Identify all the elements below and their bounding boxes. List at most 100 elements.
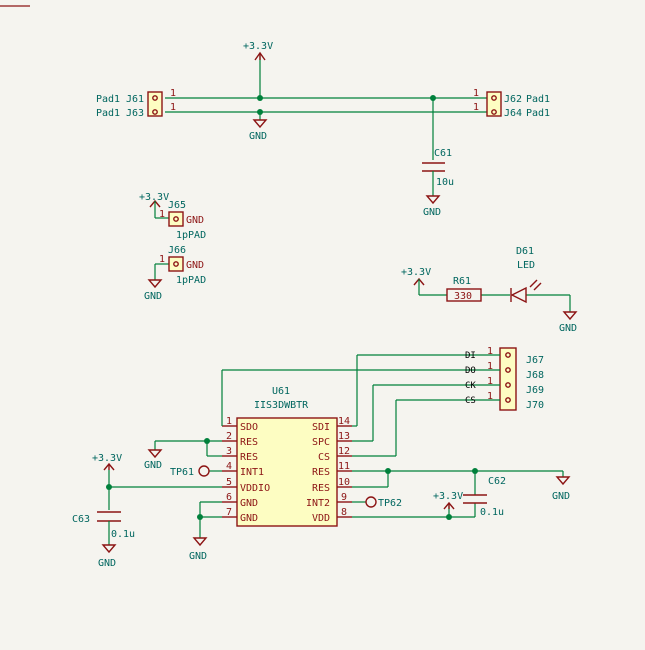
pad-value: 1pPAD [176, 275, 206, 286]
connector-ref: J70 [526, 400, 544, 411]
pin-name: GND [186, 260, 204, 271]
testpoint-tp62[interactable]: TP62 [378, 498, 402, 509]
power-label: +3.3V [433, 491, 463, 502]
capacitor-c63[interactable]: C63 0.1u GND [72, 511, 135, 569]
pin-number: 1 [170, 88, 176, 99]
power-label: +3.3V [92, 453, 122, 464]
pin-number: 12 [338, 446, 350, 457]
gnd-res-left: GND [144, 449, 163, 471]
led-ref: D61 [516, 246, 534, 257]
gnd-led: GND [559, 311, 578, 334]
single-pad-j65[interactable]: +3.3V 1 GND J65 1pPAD [139, 192, 206, 241]
pin-name: SDO [240, 422, 258, 433]
gnd-label: GND [423, 207, 441, 218]
pin-number: 1 [487, 361, 493, 372]
ic-wiring [106, 355, 564, 538]
cap-ref: C61 [434, 148, 452, 159]
connector-ref: J67 [526, 355, 544, 366]
pin-number: 1 [487, 346, 493, 357]
led-d61[interactable]: D61 LED [510, 246, 542, 304]
pin-number: 13 [338, 431, 350, 442]
cap-ref: C63 [72, 514, 90, 525]
pin-name: CS [318, 452, 330, 463]
pad-j63[interactable]: Pad1 J63 1 [96, 102, 176, 119]
pin-number: 5 [226, 477, 232, 488]
pin-number: 1 [170, 102, 176, 113]
pad-j64[interactable]: 1 J64 Pad1 [473, 102, 550, 119]
gnd-label: GND [144, 460, 162, 471]
pin-number: 1 [487, 376, 493, 387]
pad-j62[interactable]: 1 J62 Pad1 [473, 88, 550, 117]
pin-number: 1 [473, 102, 479, 113]
header-pin-j67[interactable]: DI 1 J67 [465, 346, 544, 366]
cap-ref: C62 [488, 476, 506, 487]
capacitor-c62[interactable]: C62 0.1u [463, 476, 506, 518]
pad-value: Pad1 [526, 94, 550, 105]
pin-name: SPC [312, 437, 330, 448]
led-circuit: +3.3V [401, 267, 571, 312]
net-label: DO [465, 366, 476, 376]
pin-number: 14 [338, 416, 350, 427]
pad-value: Pad1 [96, 94, 120, 105]
pin-name: GND [240, 513, 258, 524]
pad-ref: J66 [168, 245, 186, 256]
power-3v3-vdd: +3.3V [433, 491, 463, 510]
pin-name: RES [312, 467, 330, 478]
capacitor-c61[interactable]: C61 10u GND [422, 148, 454, 218]
pin-name: RES [312, 483, 330, 494]
ic-pin-leads [222, 425, 352, 518]
pin-number: 4 [226, 461, 232, 472]
led-value: LED [517, 260, 535, 271]
ic-ref: U61 [272, 386, 290, 397]
power-3v3-vddio: +3.3V [92, 453, 122, 471]
resistor-r61[interactable]: R61 330 [446, 276, 482, 302]
resistor-value: 330 [454, 291, 472, 302]
pin-number: 6 [226, 492, 232, 503]
pin-name: INT1 [240, 467, 264, 478]
gnd-res-right: GND [552, 476, 571, 502]
cap-value: 0.1u [480, 507, 504, 518]
gnd-label: GND [189, 551, 207, 562]
pin-name: VDDIO [240, 483, 270, 494]
pad-value: Pad1 [96, 108, 120, 119]
pin-name: INT2 [306, 498, 330, 509]
pin-number: 1 [487, 391, 493, 402]
testpoint-tp61[interactable]: TP61 [170, 467, 194, 478]
pin-number: 2 [226, 431, 232, 442]
single-pad-j66[interactable]: 1 GND J66 1pPAD GND [144, 245, 206, 302]
pin-name: GND [240, 498, 258, 509]
cap-value: 10u [436, 177, 454, 188]
pin-number: 1 [159, 254, 165, 265]
gnd-label: GND [559, 323, 577, 334]
pad-ref: J62 [504, 94, 522, 105]
pad-j61[interactable]: Pad1 J61 1 [96, 88, 176, 117]
pad-ref: J63 [126, 108, 144, 119]
pin-name: GND [186, 215, 204, 226]
resistor-ref: R61 [453, 276, 471, 287]
power-label: +3.3V [401, 267, 431, 278]
gnd-label: GND [552, 491, 570, 502]
power-3v3-top: +3.3V [243, 41, 273, 61]
top-pad-net [165, 55, 487, 160]
pin-name: RES [240, 437, 258, 448]
pad-ref: J64 [504, 108, 522, 119]
connector-ref: J69 [526, 385, 544, 396]
ic-u61[interactable]: U61 IIS3DWBTR 1 SDO 2 RES 3 RES 4 INT1 5… [222, 386, 352, 527]
net-label: DI [465, 351, 476, 361]
pad-value: Pad1 [526, 108, 550, 119]
header-connector [222, 347, 517, 411]
gnd-label: GND [144, 291, 162, 302]
header-pin-j69[interactable]: CK 1 J69 [465, 376, 544, 396]
connector-ref: J68 [526, 370, 544, 381]
header-pin-j70[interactable]: CS 1 J70 [465, 391, 544, 411]
pin-number: 11 [338, 461, 350, 472]
header-pin-j68[interactable]: DO 1 J68 [465, 361, 544, 381]
gnd-label: GND [98, 558, 116, 569]
pin-number: 7 [226, 507, 232, 518]
net-label: CS [465, 396, 476, 406]
pin-number: 3 [226, 446, 232, 457]
pad-ref: J65 [168, 200, 186, 211]
pin-number: 10 [338, 477, 350, 488]
pin-number: 8 [341, 507, 347, 518]
